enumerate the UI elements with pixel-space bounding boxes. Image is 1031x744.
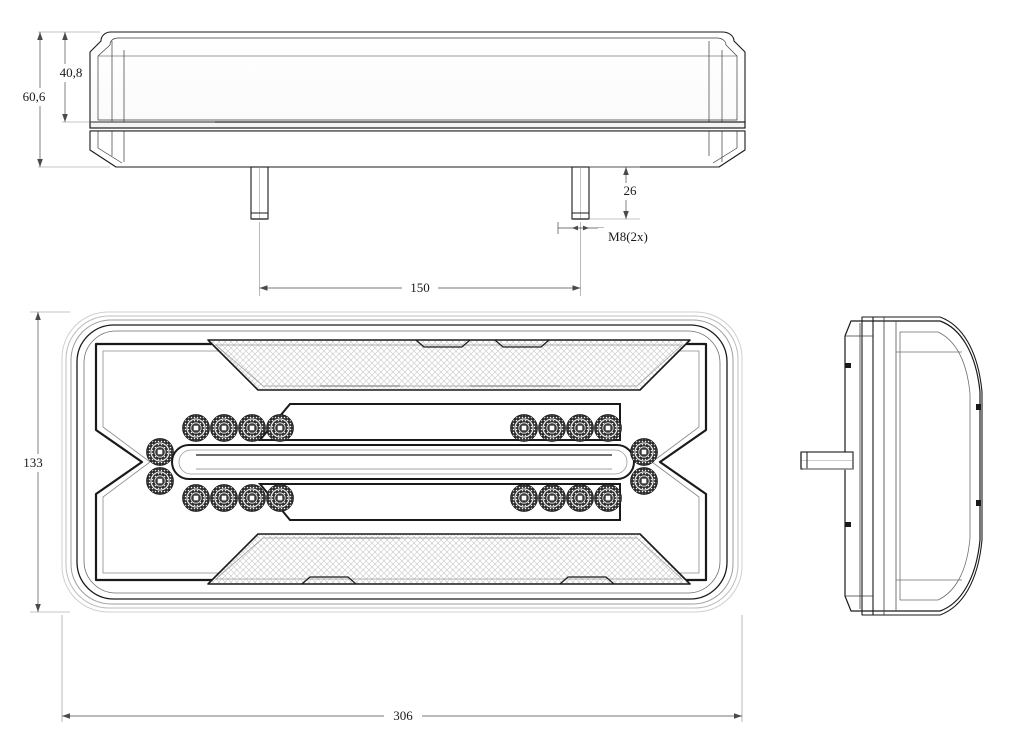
led	[537, 413, 567, 443]
mounting-stud-left	[250, 166, 269, 220]
dimension-overall-height: 60,6	[14, 32, 54, 167]
led	[209, 483, 239, 513]
led	[209, 413, 239, 443]
center-light-bar	[171, 444, 635, 480]
dimension-label-body-height: 133	[23, 455, 43, 470]
right-side-view	[800, 316, 983, 616]
front-view-extension-lines	[30, 311, 743, 722]
dimension-lens-height: 40,8	[48, 32, 86, 122]
reflector-panel-bottom	[207, 533, 691, 585]
dimension-label-stud-spacing: 150	[410, 280, 430, 295]
dimension-label-body-width: 306	[393, 708, 413, 723]
dimension-stud-thread: M8(2x)	[557, 222, 660, 246]
dimension-body-width: 306	[62, 707, 742, 725]
side-view-mounting-stud	[800, 451, 854, 470]
dimension-label-stud-length: 26	[624, 183, 638, 198]
dimension-label-lens-height: 40,8	[60, 65, 83, 80]
dimension-stud-spacing: 150	[259, 279, 581, 297]
top-view: 60,6 40,8 26 M8(2x)	[14, 31, 746, 297]
led	[565, 413, 595, 443]
front-view-housing-rims	[61, 311, 743, 613]
led	[181, 483, 211, 513]
mounting-stud-right	[571, 166, 590, 220]
top-view-extension-lines	[38, 31, 640, 296]
led	[509, 413, 539, 443]
top-view-housing-outline	[89, 31, 746, 123]
top-view-base-outline	[89, 130, 746, 168]
led	[265, 483, 295, 513]
side-view-lens-cap	[861, 316, 983, 616]
led	[565, 483, 595, 513]
led	[145, 437, 175, 467]
led	[629, 437, 659, 467]
led	[181, 413, 211, 443]
reflector-panel-top	[207, 339, 691, 391]
side-view-rear-band	[845, 335, 981, 597]
led	[537, 483, 567, 513]
led	[629, 466, 659, 496]
dimension-label-stud-thread: M8(2x)	[608, 229, 648, 244]
led	[145, 466, 175, 496]
led	[265, 413, 295, 443]
led	[237, 483, 267, 513]
dimension-stud-length: 26	[610, 167, 642, 219]
side-view-outline	[844, 317, 981, 615]
dimension-label-overall-height: 60,6	[23, 89, 46, 104]
led	[593, 413, 623, 443]
front-view: 133 306	[16, 311, 743, 725]
led	[237, 413, 267, 443]
led	[593, 483, 623, 513]
dimension-body-height: 133	[16, 312, 50, 612]
led	[509, 483, 539, 513]
